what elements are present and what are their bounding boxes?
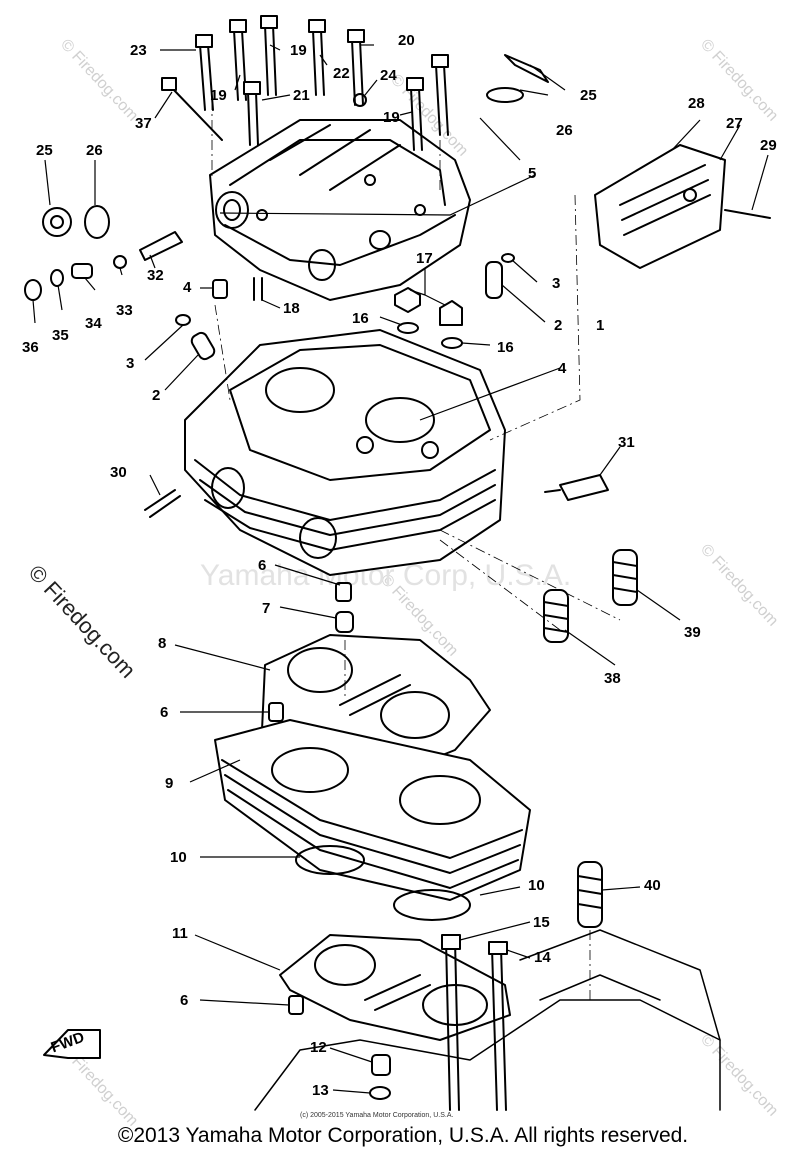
callout-23: 23	[130, 42, 147, 59]
leader-lines	[32, 44, 769, 1094]
callout-26b: 26	[86, 142, 103, 159]
watermark-site-7: © Firedog.com	[697, 1031, 781, 1120]
callout-15: 15	[533, 914, 550, 931]
callout-20: 20	[398, 32, 415, 49]
callout-30: 30	[110, 464, 127, 481]
callout-24: 24	[380, 67, 397, 84]
callout-6b: 6	[160, 704, 168, 721]
callout-11: 11	[172, 925, 188, 942]
watermark-site-1: © Firedog.com	[57, 36, 141, 125]
head-cover-drawing	[209, 119, 471, 301]
callout-27: 27	[726, 115, 743, 132]
callout-10a: 10	[170, 849, 187, 866]
guide-lines	[211, 100, 621, 1000]
fwd-arrow	[43, 1029, 101, 1059]
callout-19c: 19	[383, 109, 400, 126]
callout-3a: 3	[552, 275, 560, 292]
crankcase-drawing	[254, 929, 721, 1111]
callout-12: 12	[310, 1039, 327, 1056]
watermark-site-4: © Firedog.com	[697, 541, 781, 630]
nuts-washers-drawing	[394, 287, 463, 349]
callout-2a: 2	[554, 317, 562, 334]
studs-drawing	[441, 934, 508, 1111]
callout-26a: 26	[556, 122, 573, 139]
callout-28: 28	[688, 95, 705, 112]
callout-39: 39	[684, 624, 701, 641]
callout-31: 31	[618, 434, 635, 451]
callout-10b: 10	[528, 877, 545, 894]
callout-17: 17	[416, 250, 433, 267]
callout-7: 7	[262, 600, 270, 617]
springs-drawing	[543, 549, 638, 928]
callout-5: 5	[528, 165, 536, 182]
callout-34: 34	[85, 315, 102, 332]
callout-19b: 19	[210, 87, 227, 104]
callout-35: 35	[52, 327, 69, 344]
callout-32: 32	[147, 267, 164, 284]
cylinder-block-drawing	[214, 719, 531, 921]
callout-13: 13	[312, 1082, 329, 1099]
callout-25a: 25	[580, 87, 597, 104]
callout-19a: 19	[290, 42, 307, 59]
callout-4b: 4	[558, 360, 567, 377]
callout-2b: 2	[152, 387, 160, 404]
small-parts-drawing	[24, 231, 183, 301]
callout-36: 36	[22, 339, 39, 356]
callout-25b: 25	[36, 142, 53, 159]
callout-22: 22	[333, 65, 350, 82]
small-print: (c) 2005-2015 Yamaha Motor Corporation, …	[300, 1112, 453, 1119]
callout-38: 38	[604, 670, 621, 687]
callout-9: 9	[165, 775, 173, 792]
callout-16b: 16	[497, 339, 514, 356]
callout-1: 1	[596, 317, 604, 334]
callout-18: 18	[283, 300, 300, 317]
bolts-drawing	[161, 15, 771, 219]
cylinder-head-drawing	[184, 329, 506, 576]
callout-3b: 3	[126, 355, 134, 372]
callout-16a: 16	[352, 310, 369, 327]
callout-4a: 4	[183, 279, 192, 296]
side-cover-drawing	[594, 144, 726, 269]
callout-6c: 6	[180, 992, 188, 1009]
callout-40: 40	[644, 877, 661, 894]
copyright-footer: ©2013 Yamaha Motor Corporation, U.S.A. A…	[117, 1124, 689, 1147]
callout-6a: 6	[258, 557, 266, 574]
sensor-drawing	[144, 474, 609, 518]
callout-8: 8	[158, 635, 166, 652]
watermark-site-2: © Firedog.com	[697, 36, 781, 125]
callout-33: 33	[116, 302, 133, 319]
callout-29: 29	[760, 137, 777, 154]
base-gasket-drawing	[279, 934, 511, 1041]
callout-14: 14	[534, 949, 551, 966]
callout-21: 21	[293, 87, 310, 104]
oil-cap-drawing	[42, 54, 549, 239]
callout-labels: 23 19 19 20 22 21 24 19 37 25 26 5 25 26…	[22, 32, 777, 1119]
callout-37: 37	[135, 115, 152, 132]
